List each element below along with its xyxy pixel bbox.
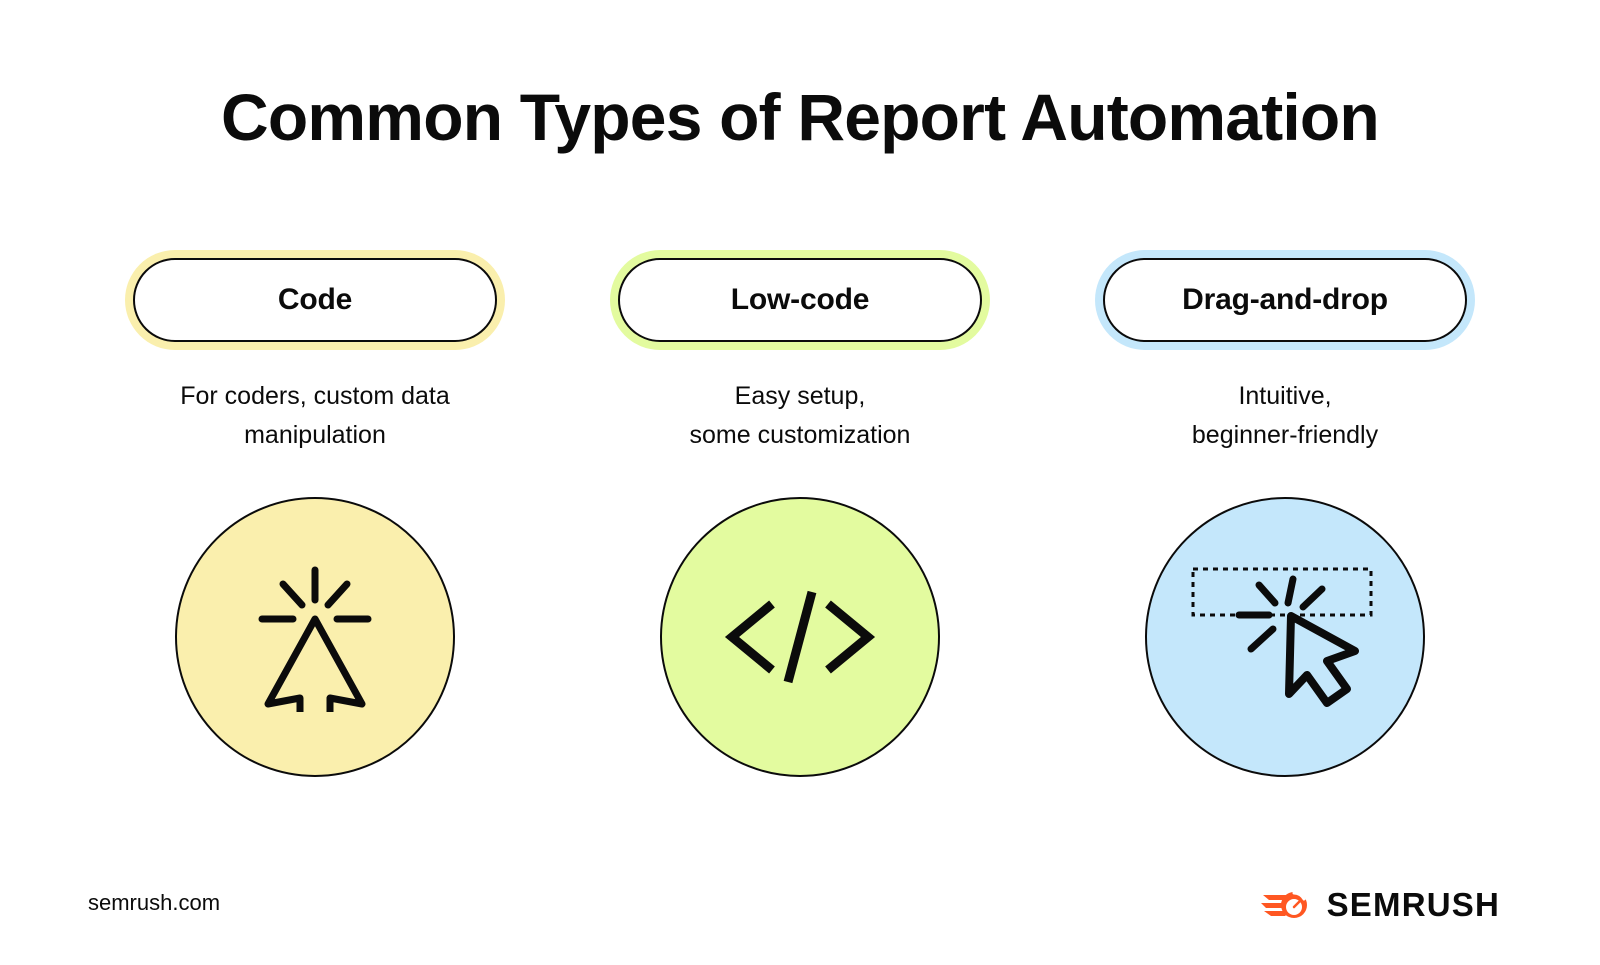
icon-circle-low-code xyxy=(660,497,940,777)
semrush-comet-icon xyxy=(1260,891,1307,918)
semrush-logo[interactable]: SEMRUSH xyxy=(1260,884,1500,924)
description-code: For coders, custom data manipulation xyxy=(180,382,450,449)
pill-glow-low-code: Low-code xyxy=(610,250,990,350)
pill-label-code[interactable]: Code xyxy=(133,258,497,342)
page-title: Common Types of Report Automation xyxy=(221,80,1380,154)
click-cursor-icon xyxy=(258,566,372,712)
selection-box-icon xyxy=(1191,567,1373,617)
column-code: Code For coders, custom data manipulatio… xyxy=(100,250,530,777)
semrush-wordmark: SEMRUSH xyxy=(1326,885,1500,923)
pill-label-low-code[interactable]: Low-code xyxy=(618,258,982,342)
pill-glow-code: Code xyxy=(125,250,505,350)
icon-circle-code xyxy=(175,497,455,777)
drag-drop-cursor-icon xyxy=(1191,567,1373,707)
description-drag-and-drop: Intuitive, beginner-friendly xyxy=(1191,382,1379,449)
icon-circle-drag-and-drop xyxy=(1145,497,1425,777)
description-low-code: Easy setup, some customization xyxy=(689,382,911,449)
pill-glow-drag-and-drop: Drag-and-drop xyxy=(1095,250,1475,350)
column-low-code: Low-code Easy setup, some customization xyxy=(585,250,1015,777)
pill-label-drag-and-drop[interactable]: Drag-and-drop xyxy=(1103,258,1467,342)
footer-url[interactable]: semrush.com xyxy=(88,890,221,915)
columns-container: Code For coders, custom data manipulatio… xyxy=(100,250,1500,777)
column-drag-and-drop: Drag-and-drop Intuitive, beginner-friend… xyxy=(1070,250,1500,777)
code-brackets-icon xyxy=(724,590,876,684)
